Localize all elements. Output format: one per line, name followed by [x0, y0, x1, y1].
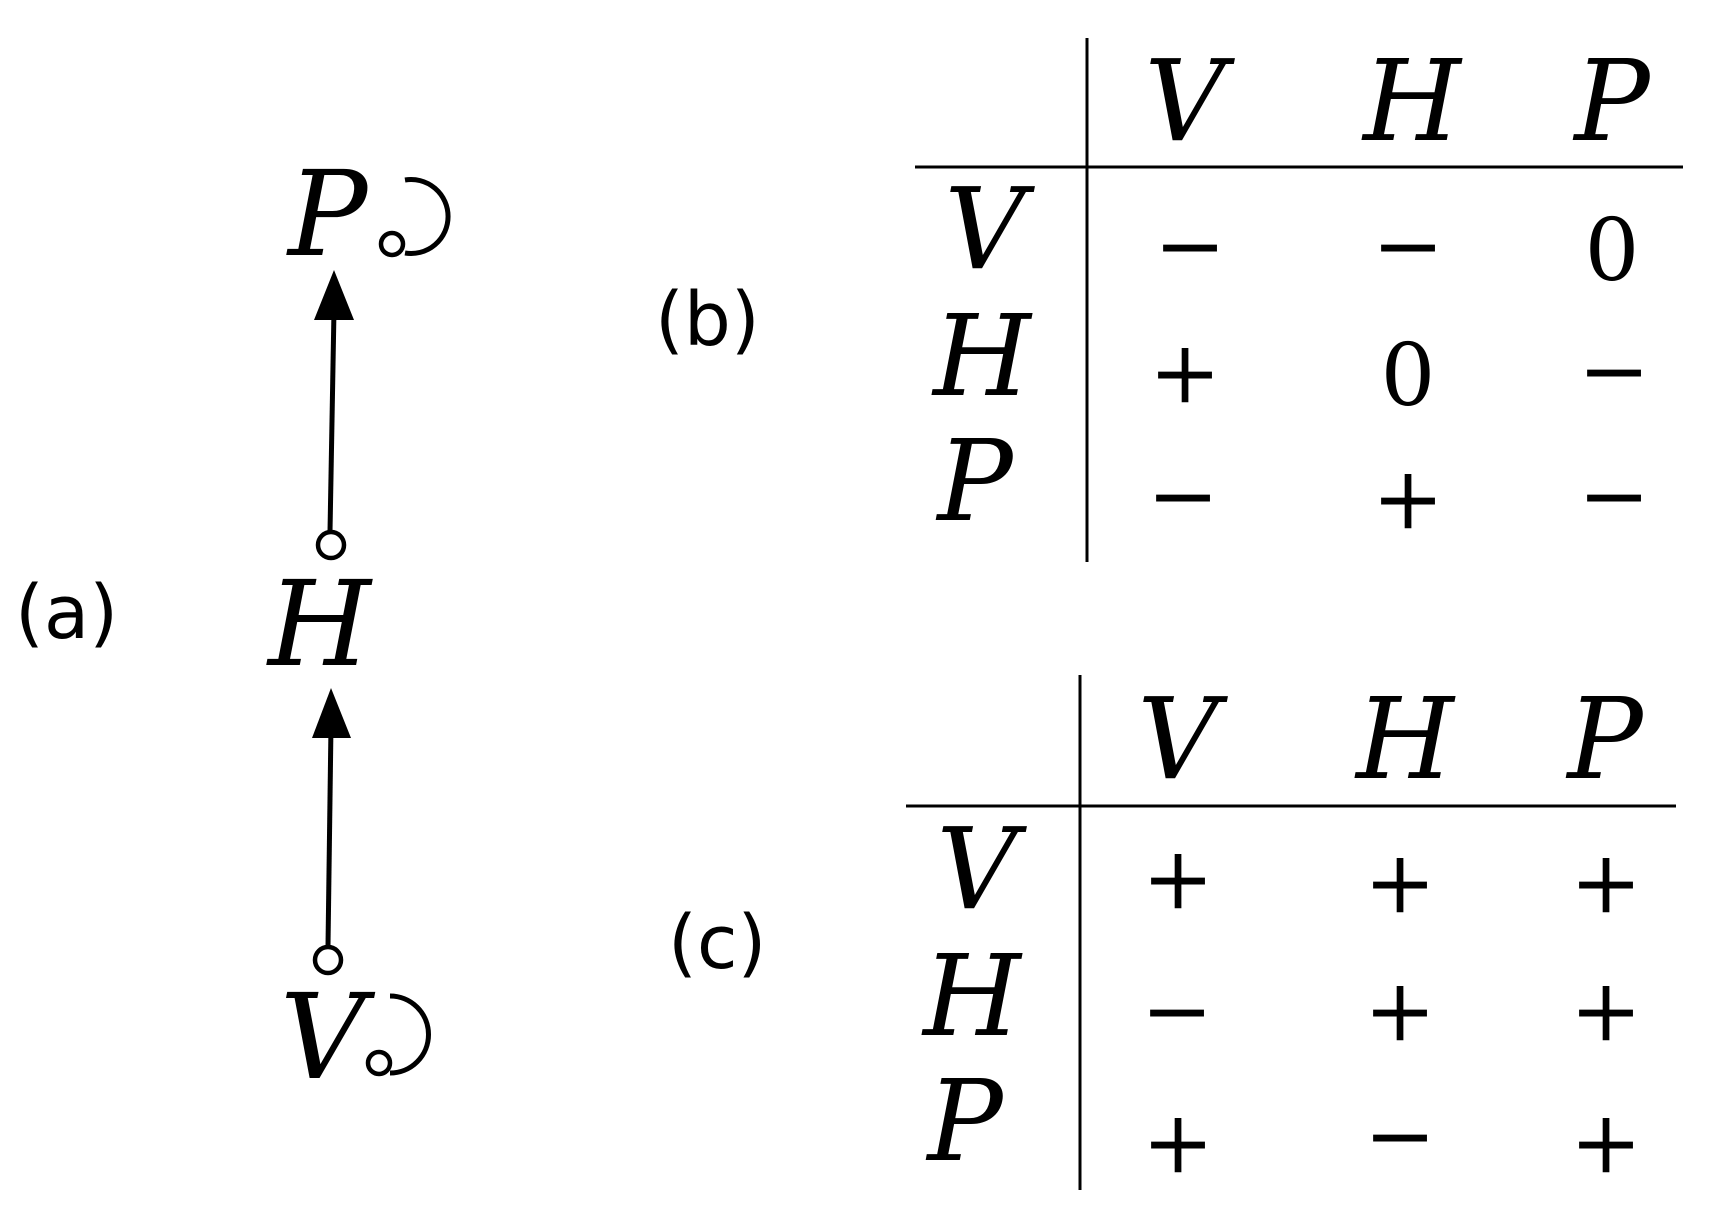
- table-c-cell: +: [1570, 833, 1642, 933]
- table-b-cell: +: [1372, 449, 1444, 549]
- node-p: P: [286, 145, 370, 283]
- arrowhead-h-to-p: [314, 270, 354, 320]
- table-b-cell: −: [1154, 196, 1226, 296]
- table-c-cell: −: [1364, 1086, 1436, 1186]
- table-b-cell: 0: [1381, 326, 1436, 426]
- panel-b: (b) V H P V H P − − 0 + 0 − − + −: [655, 37, 1683, 562]
- table-c-cell: −: [1141, 961, 1213, 1061]
- edge-v-to-h: [325, 724, 334, 947]
- table-c-cell: +: [1142, 1093, 1214, 1193]
- self-loop-p-ring: [378, 230, 406, 258]
- self-loop-p: [404, 177, 451, 256]
- panel-c-label: (c): [668, 900, 766, 986]
- table-c-col-header-h: H: [1354, 675, 1456, 805]
- table-c-cell: +: [1364, 961, 1436, 1061]
- table-c-cell: +: [1142, 829, 1214, 929]
- node-h: H: [266, 555, 373, 693]
- table-b-cell: −: [1372, 196, 1444, 296]
- table-b-col-header-p: P: [1572, 37, 1651, 167]
- table-c-cell: +: [1570, 1093, 1642, 1193]
- panel-a-label: (a): [15, 570, 118, 656]
- self-loop-v-ring: [365, 1049, 393, 1077]
- table-c-row-header-h: H: [921, 932, 1023, 1062]
- table-b-cell: 0: [1585, 201, 1640, 301]
- table-b-cell: −: [1147, 446, 1219, 546]
- table-b-row-header-h: H: [931, 292, 1033, 422]
- table-c-row-header-v: V: [937, 805, 1028, 935]
- edge-v-to-h-tail-ring: [312, 944, 344, 976]
- table-b-cell: −: [1578, 446, 1650, 546]
- table-b-cell: −: [1578, 321, 1650, 421]
- self-loop-v: [389, 993, 431, 1076]
- table-c-row-header-p: P: [925, 1057, 1004, 1187]
- table-c-col-header-p: P: [1565, 675, 1644, 805]
- panel-b-label: (b): [655, 277, 760, 363]
- edge-h-to-p-tail-ring: [315, 529, 347, 561]
- node-v: V: [280, 968, 376, 1106]
- table-b-row-header-v: V: [945, 165, 1036, 295]
- table-b-row-header-p: P: [935, 417, 1014, 547]
- table-b-col-header-v: V: [1145, 37, 1236, 167]
- table-c-cell: +: [1570, 961, 1642, 1061]
- panel-a: (a) P H V: [15, 145, 451, 1106]
- table-c-cell: +: [1364, 833, 1436, 933]
- table-c-col-header-v: V: [1138, 675, 1229, 805]
- panel-c: (c) V H P V H P + + + − + + + − +: [668, 675, 1676, 1193]
- edge-h-to-p: [327, 309, 337, 533]
- table-b-col-header-h: H: [1361, 37, 1463, 167]
- table-b-cell: +: [1149, 323, 1221, 423]
- arrowhead-v-to-h: [312, 688, 351, 738]
